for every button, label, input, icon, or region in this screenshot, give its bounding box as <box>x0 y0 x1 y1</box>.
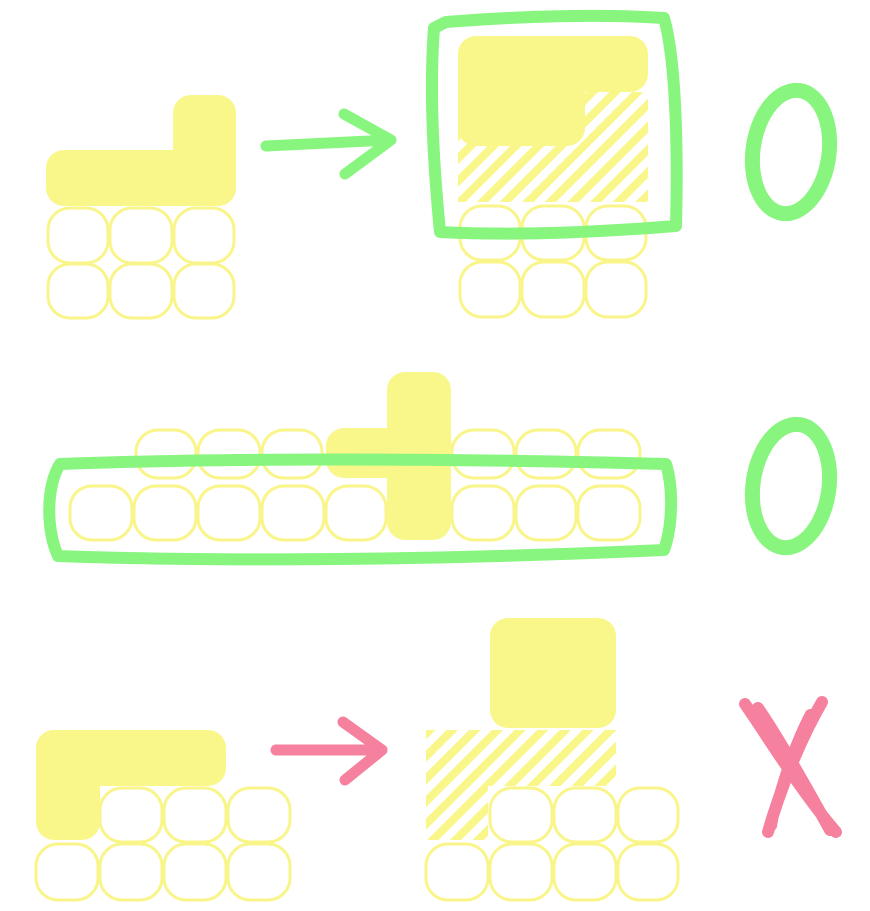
right-arrow-icon <box>260 108 397 180</box>
grid-cell <box>34 842 100 902</box>
row-3-example <box>34 618 842 902</box>
grid-cell <box>450 428 516 480</box>
grid-cell <box>616 786 680 844</box>
circle-o-icon <box>744 416 838 556</box>
row-1-before-grid <box>46 206 236 320</box>
grid-cell <box>324 484 388 542</box>
grid-cell <box>450 484 516 542</box>
row-2-example <box>43 372 838 566</box>
grid-cell <box>552 842 618 902</box>
grid-cell <box>424 842 490 902</box>
right-arrow-icon <box>270 716 388 786</box>
row-3-after-grid <box>424 786 680 902</box>
grid-cell <box>514 428 578 480</box>
grid-cell <box>46 206 110 265</box>
grid-cell <box>520 260 586 319</box>
grid-cell <box>172 262 236 320</box>
row-1-example <box>46 9 838 320</box>
row-3-l-piece <box>36 730 226 840</box>
row-1-highlight-box <box>426 9 683 240</box>
row-2-lower-cells <box>68 484 642 542</box>
row-1-l-piece <box>46 95 236 206</box>
row-3-hatched-footprint <box>426 730 616 840</box>
grid-cell <box>616 842 680 902</box>
grid-cell <box>552 786 618 844</box>
grid-cell <box>98 786 164 844</box>
grid-cell <box>260 484 326 542</box>
circle-o-icon <box>744 82 838 222</box>
grid-cell <box>196 484 262 542</box>
grid-cell <box>226 842 292 902</box>
cross-x-icon <box>739 696 842 838</box>
grid-cell <box>226 786 292 844</box>
grid-cell <box>576 484 642 542</box>
grid-cell <box>46 262 110 320</box>
grid-cell <box>108 262 174 320</box>
grid-cell <box>68 484 134 542</box>
row-3-floating-piece <box>490 618 616 728</box>
grid-cell <box>488 786 554 844</box>
grid-cell <box>134 428 198 480</box>
grid-cell <box>584 260 648 319</box>
grid-cell <box>488 842 554 902</box>
grid-cell <box>162 842 228 902</box>
grid-cell <box>172 206 236 265</box>
grid-cell <box>514 484 578 542</box>
row-1-after-grid <box>458 204 648 319</box>
row-2-upper-cells <box>134 428 642 480</box>
row-3-before-grid <box>34 786 292 902</box>
row-1-rotated-piece <box>458 36 648 146</box>
row-2-highlight-box <box>43 453 678 566</box>
grid-cell <box>576 428 642 480</box>
grid-cell <box>162 786 228 844</box>
grid-cell <box>108 206 174 265</box>
grid-cell <box>98 842 164 902</box>
grid-cell <box>458 260 522 319</box>
grid-cell <box>132 484 198 542</box>
